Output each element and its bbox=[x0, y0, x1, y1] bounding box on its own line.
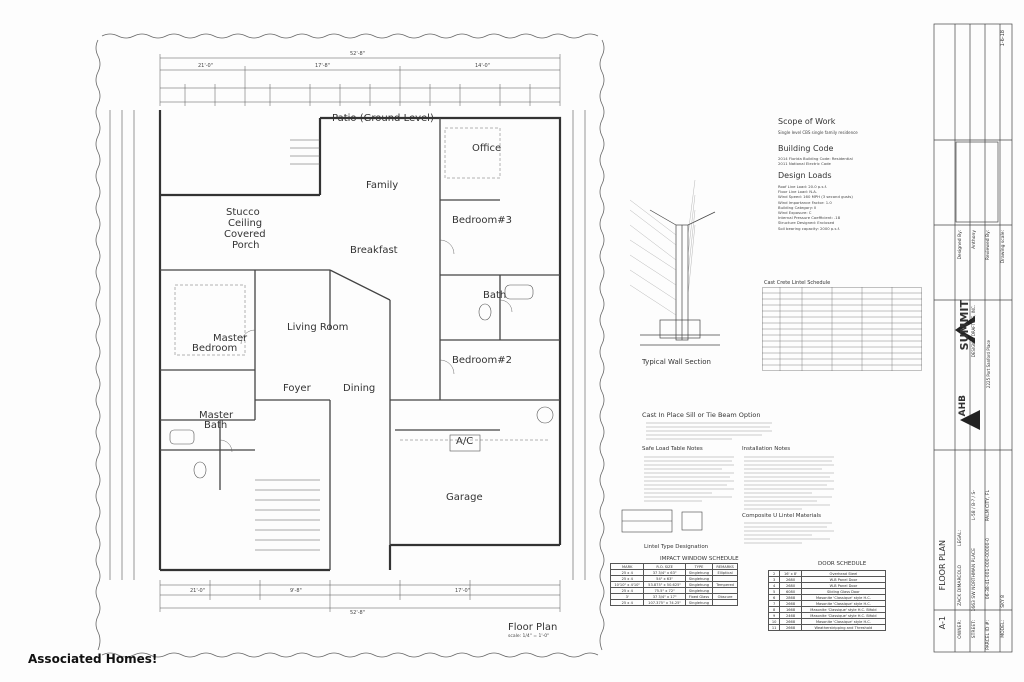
tb-drawn-name: Anthony bbox=[972, 230, 977, 249]
room-ceiling: Ceiling bbox=[228, 218, 263, 229]
tb-parcel-label: PARCEL ID #: bbox=[986, 620, 991, 650]
loads-line: Wind Speed: 160 MPH (3 second gusts) bbox=[778, 194, 853, 200]
composite-notes bbox=[744, 522, 834, 544]
tb-street-label: STREET: bbox=[972, 620, 977, 639]
tb-city: PALM CITY, FL bbox=[986, 490, 991, 522]
loads-line: Floor Live Load: N.A. bbox=[778, 189, 817, 195]
room-master-bath-label: Master bbox=[199, 410, 234, 421]
tb-company-sub: DESIGN & DRAFTING, INC. bbox=[971, 305, 976, 358]
cell bbox=[712, 599, 738, 606]
safe-load-title: Safe Load Table Notes bbox=[642, 446, 703, 452]
room-master: Master bbox=[213, 333, 248, 344]
lintel-type-title: Lintel Type Designation bbox=[644, 544, 709, 550]
dim-bottom-9: 9'-8" bbox=[290, 588, 302, 594]
code-line: 2011 National Electric Code bbox=[778, 161, 831, 167]
loads-line: Structure Designed: Enclosed bbox=[778, 220, 835, 226]
tb-legal-label: LEGAL: bbox=[958, 530, 963, 546]
floor-plan-scale: scale: 1/4" = 1'-0" bbox=[508, 634, 550, 639]
loads-line: Soil bearing capacity: 2000 p.s.f. bbox=[778, 225, 840, 231]
tb-reviewed-by: Reviewed By: bbox=[986, 230, 991, 261]
install-notes bbox=[744, 456, 834, 510]
room-porch: Porch bbox=[232, 240, 260, 251]
tb-drawn-by: Designed By: bbox=[958, 230, 963, 260]
tb-street: 1663 SW NORTHMAN PLACE bbox=[972, 548, 977, 612]
tb-model-label: MODEL: bbox=[1001, 620, 1006, 638]
watermark: Associated Homes! bbox=[28, 652, 158, 666]
dim-17: 17'-8" bbox=[315, 63, 331, 69]
loads-line: Wind Importance Factor: 1.0 bbox=[778, 199, 832, 205]
beam-title: Cast In Place Sill or Tie Beam Option bbox=[642, 411, 761, 419]
room-breakfast: Breakfast bbox=[350, 245, 398, 256]
code-line: 2014 Florida Building Code: Residential bbox=[778, 156, 853, 161]
room-covered: Covered bbox=[224, 229, 266, 240]
dim-bottom-17: 17'-0" bbox=[455, 588, 471, 594]
lintel-schedule-table bbox=[762, 287, 922, 371]
code-title: Building Code bbox=[778, 144, 834, 153]
room-master-bath: Bath bbox=[204, 420, 228, 431]
tb-date: 1-6-18 bbox=[1000, 30, 1006, 47]
loads-list: Roof Live Load: 20.0 p.s.f. Floor Live L… bbox=[778, 184, 853, 231]
tb-model: SKY 8 bbox=[1001, 595, 1006, 608]
tb-owner-label: OWNER: bbox=[958, 620, 963, 639]
room-stucco: Stucco bbox=[226, 207, 260, 218]
tb-ahb: AHB bbox=[958, 395, 968, 417]
cell: Weatherstripping and Threshold bbox=[800, 624, 887, 631]
floor-plan-title: Floor Plan bbox=[508, 622, 558, 633]
cell: 107.375" x 74.25" bbox=[643, 599, 686, 606]
room-foyer: Foyer bbox=[283, 383, 311, 394]
room-bedroom-2: Bedroom#2 bbox=[452, 355, 512, 366]
room-bath: Bath bbox=[483, 290, 507, 301]
room-office: Office bbox=[472, 143, 502, 154]
tb-legal: L-58 / B-? / S- bbox=[972, 490, 977, 521]
dim-21: 21'-0" bbox=[198, 63, 214, 69]
room-family: Family bbox=[366, 180, 399, 191]
room-patio: Patio (Ground Level) bbox=[332, 113, 434, 124]
loads-line: Wind Exposure: C bbox=[778, 210, 812, 216]
room-dining: Dining bbox=[343, 383, 376, 394]
tb-parcel: 06-38-41-001-000-00000-0 bbox=[986, 538, 991, 600]
dim-bottom-21: 21'-0" bbox=[190, 588, 206, 594]
dim-14: 14'-0" bbox=[475, 63, 491, 69]
cell: Singlehung bbox=[684, 599, 714, 606]
cell: 11 bbox=[767, 624, 781, 631]
room-living: Living Room bbox=[287, 322, 349, 333]
dim-overall-bottom: 52'-8" bbox=[350, 610, 366, 616]
loads-title: Design Loads bbox=[778, 171, 832, 180]
tb-sheet-id: A-1 bbox=[938, 616, 947, 630]
tb-sheet-title: FLOOR PLAN bbox=[938, 540, 947, 591]
tb-company: SUMMIT bbox=[958, 300, 971, 351]
beam-notes bbox=[646, 422, 772, 440]
safe-load-notes bbox=[644, 456, 734, 502]
scope-line: Single level CBS single family residence bbox=[778, 130, 858, 135]
loads-line: Building Category: II bbox=[778, 204, 817, 210]
composite-title: Composite U Lintel Materials bbox=[742, 513, 821, 519]
loads-line: Internal Pressure Coefficient: .18 bbox=[778, 215, 841, 221]
install-title: Installation Notes bbox=[742, 446, 791, 452]
room-master-bedroom: Bedroom bbox=[192, 343, 238, 354]
room-ac: A/C bbox=[456, 436, 474, 447]
door-schedule-title: DOOR SCHEDULE bbox=[818, 561, 867, 567]
code-list: 2014 Florida Building Code: Residential … bbox=[778, 156, 853, 166]
scope-title: Scope of Work bbox=[778, 117, 836, 126]
tb-owner: ZACK DIMARCOLO bbox=[958, 565, 963, 606]
loads-line: Roof Live Load: 20.0 p.s.f. bbox=[778, 184, 827, 189]
tb-address: 2225 Port Sanford Place bbox=[986, 340, 991, 389]
tb-drawing-scale: Drawing scale: bbox=[1001, 230, 1006, 264]
room-bedroom-3: Bedroom#3 bbox=[452, 215, 512, 226]
cell: 2668 bbox=[779, 624, 802, 631]
room-garage: Garage bbox=[446, 492, 483, 503]
cell: 25 x 4 bbox=[609, 599, 645, 606]
lintel-schedule-title: Cast Crete Lintel Schedule bbox=[764, 280, 831, 286]
dim-overall-top: 52'-8" bbox=[350, 51, 366, 57]
window-schedule-title: IMPACT WINDOW SCHEDULE bbox=[660, 556, 739, 562]
wall-section-title: Typical Wall Section bbox=[642, 358, 711, 366]
